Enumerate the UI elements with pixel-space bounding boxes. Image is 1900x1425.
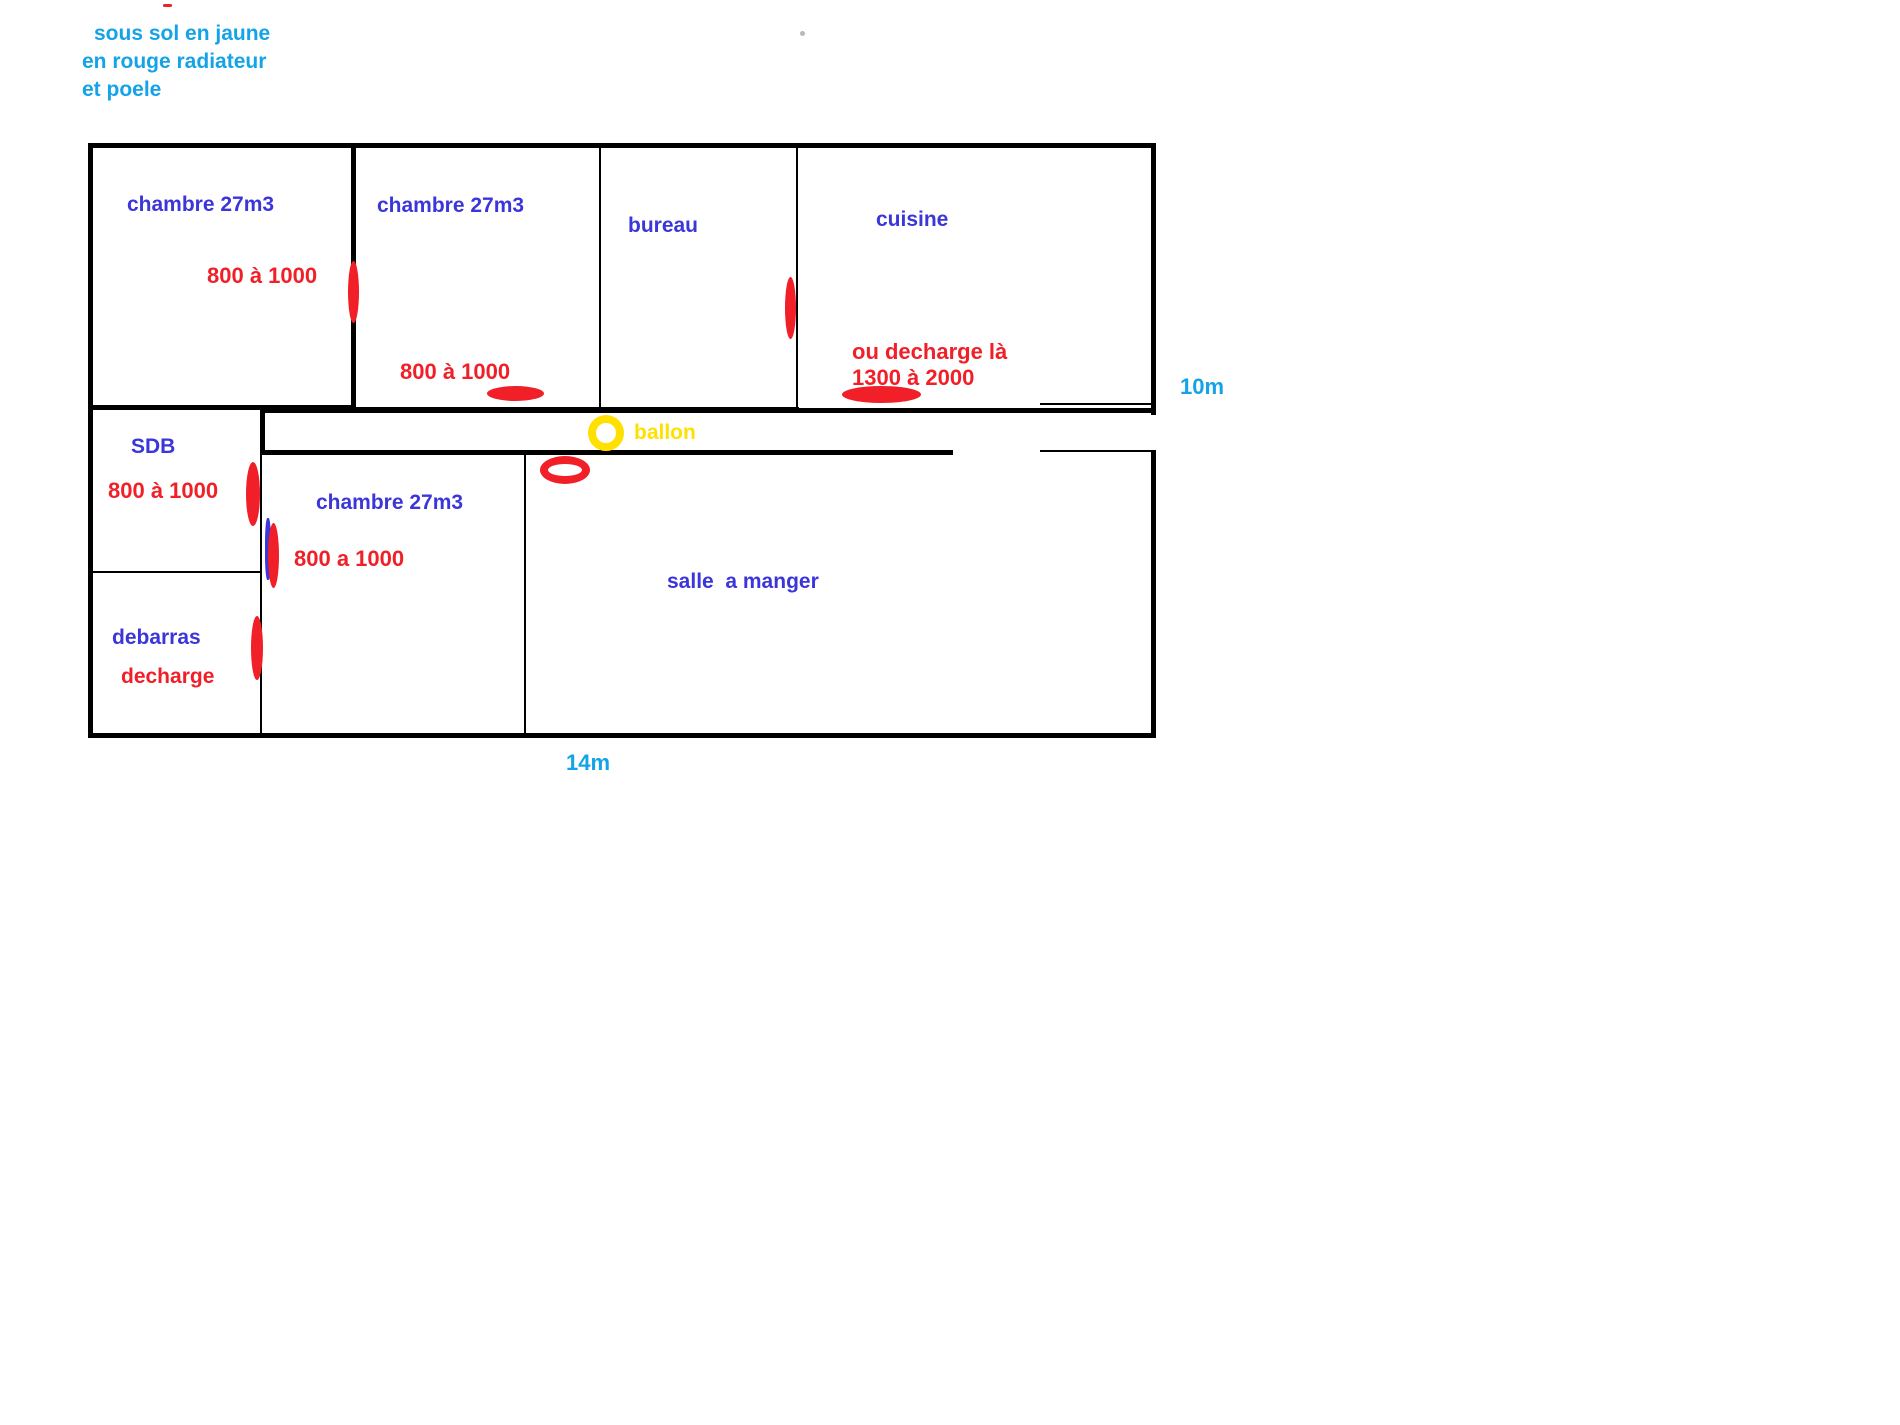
radiator-debarras [251,616,263,680]
wall-corridor-bottom-right [1040,450,1156,452]
room-label-salle-a-manger: salle a manger [667,570,819,593]
legend-line-3: et poele [82,77,162,101]
radiator-cuisine [842,386,921,403]
radiator-bureau [785,277,796,339]
radiator-sdb [246,462,260,526]
legend: sous sol en jaune en rouge radiateur et … [82,20,270,104]
wall-outer-right-upper [1151,143,1156,415]
wall-corridor-left [260,408,265,453]
annotation-radiator-chambre-sw: 800 a 1000 [294,546,405,571]
annotation-radiator-chambre-n2: 800 à 1000 [400,359,511,384]
radiator-chambre-n2 [487,386,544,401]
wall-corridor-bottom [260,450,953,455]
wall-div-bureau-cuisine [796,146,798,412]
wall-outer-right-lower [1151,450,1156,738]
room-label-chambre-n2: chambre 27m3 [377,194,525,217]
wall-cuisine-bottom-right [1040,403,1156,405]
room-label-sdb: SDB [131,435,176,458]
wall-div-chambre-n2-bureau [599,146,601,410]
annotation-decharge-debarras: decharge [121,665,215,688]
poele-icon [540,456,590,484]
dimension-height-label: 10m [1180,374,1225,399]
wall-h-under-chambre-nw [88,405,354,410]
stray-mark-gray [800,31,805,36]
stray-mark-red [163,4,172,7]
room-label-chambre-nw: chambre 27m3 [127,193,275,216]
wall-div-sdb-chambre-sw [260,408,262,738]
room-label-bureau: bureau [628,214,699,237]
wall-div-chambre-sw-salle [524,450,526,738]
dimension-width-label: 14m [566,750,611,775]
annotation-decharge-line-2: 1300 à 2000 [852,365,975,390]
room-label-cuisine: cuisine [876,208,949,231]
legend-line-2: en rouge radiateur [82,49,267,73]
radiator-chambre-sw [268,523,279,588]
room-label-chambre-sw: chambre 27m3 [316,491,464,514]
wall-div-sdb-debarras [88,571,262,573]
room-label-debarras: debarras [112,626,201,649]
legend-line-1: sous sol en jaune [94,22,271,45]
radiator-chambre-nw [348,261,359,323]
wall-outer-left-lower [88,408,93,738]
wall-outer-left-upper [88,143,93,408]
wall-outer-bottom [88,733,1156,738]
wall-corridor-top [260,408,1156,413]
wall-outer-top [88,143,1156,148]
ballon-label: ballon [634,421,696,444]
annotation-radiator-sdb: 800 à 1000 [108,478,219,503]
annotation-radiator-chambre-nw: 800 à 1000 [207,263,318,288]
annotation-decharge-line-1: ou decharge là [852,339,1008,364]
ballon-icon [588,415,624,451]
